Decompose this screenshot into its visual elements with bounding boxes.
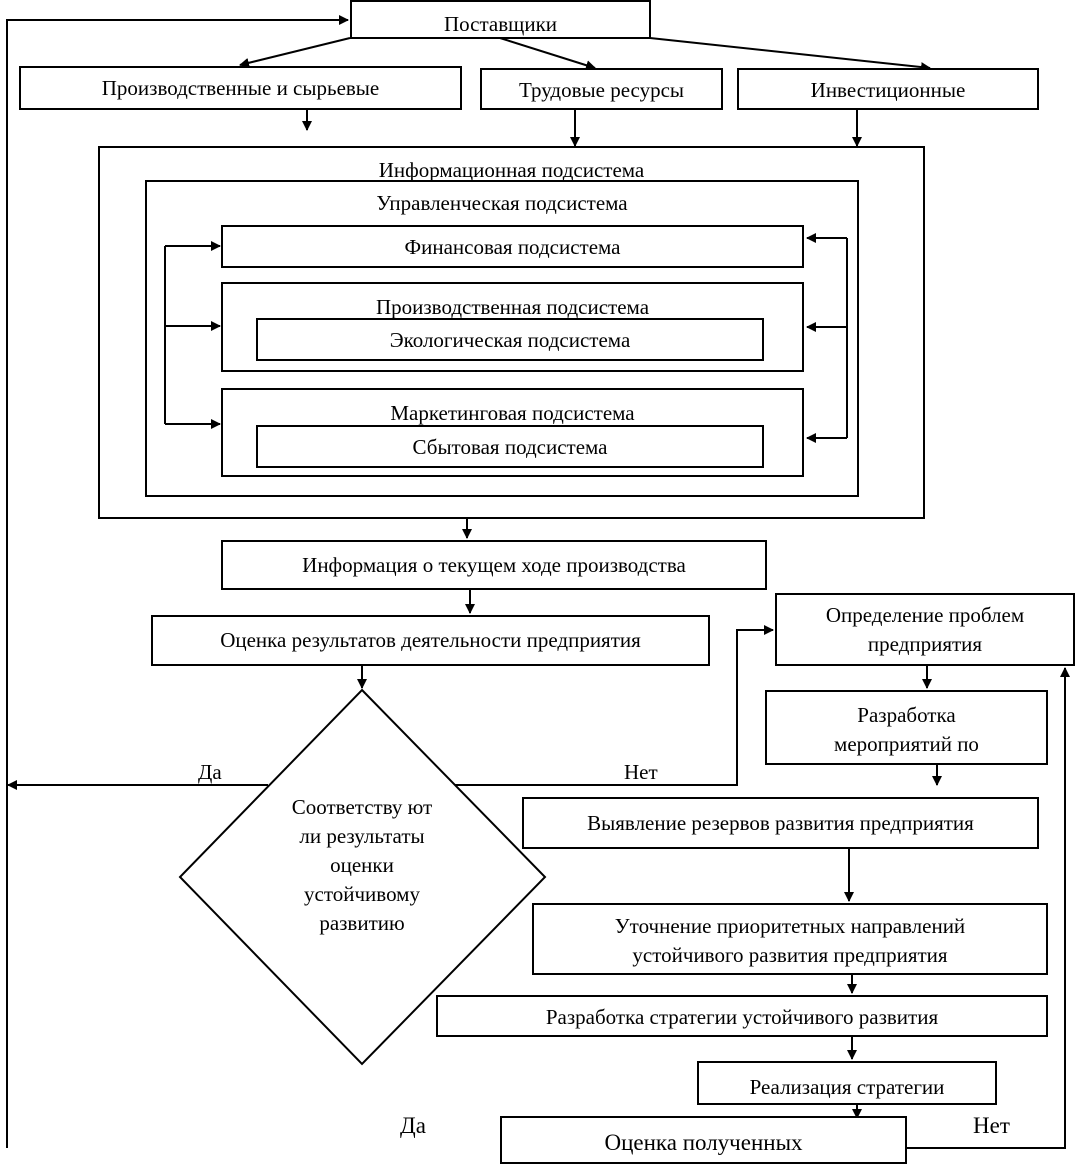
information-subsystem-label: Информационная подсистема (378, 158, 645, 182)
management-subsystem: Управленческая подсистема (145, 180, 859, 497)
decision-text: Соответству ют ли результаты оценки усто… (291, 795, 433, 935)
arrow-decision-no (455, 625, 774, 786)
measures-box: Разработка мероприятий по (765, 690, 1048, 765)
production-info-box: Информация о текущем ходе производства (221, 540, 767, 590)
priorities-box: Уточнение приоритетных направлений устой… (532, 903, 1048, 975)
raw-materials-box: Производственные и сырьевые (19, 66, 462, 110)
arrow-suppliers-raw (239, 37, 351, 68)
labor-label: Трудовые ресурсы (518, 78, 685, 102)
suppliers-label: Поставщики (443, 12, 558, 36)
sales-subsystem-label: Сбытовая подсистема (412, 435, 608, 459)
decision-yes-label: Да (198, 760, 222, 784)
reserves-label: Выявление резервов развития предприятия (587, 811, 974, 835)
management-subsystem-label: Управленческая подсистема (376, 191, 628, 215)
problems-label: Определение проблем предприятия (825, 603, 1025, 656)
decision-no-label: Нет (624, 760, 658, 784)
production-subsystem-label: Производственная подсистема (375, 295, 650, 319)
financial-subsystem-label: Финансовая подсистема (404, 235, 621, 259)
results-eval-label: Оценка полученных (604, 1130, 803, 1155)
arrow-suppliers-investment (649, 37, 931, 73)
arrow-results-no-feedback (907, 667, 1070, 1149)
ecological-subsystem-label: Экологическая подсистема (389, 328, 631, 352)
arrow-suppliers-labor (499, 37, 596, 71)
performance-eval-box: Оценка результатов деятельности предприя… (151, 615, 710, 666)
investment-box: Инвестиционные (737, 68, 1039, 110)
bottom-yes-label: Да (400, 1113, 426, 1138)
raw-materials-label: Производственные и сырьевые (101, 76, 380, 100)
measures-label: Разработка мероприятий по (834, 703, 979, 756)
performance-eval-label: Оценка результатов деятельности предприя… (220, 628, 641, 652)
ecological-subsystem: Экологическая подсистема (256, 318, 764, 361)
marketing-subsystem-label: Маркетинговая подсистема (390, 401, 635, 425)
decision-diamond (178, 688, 547, 1066)
priorities-label: Уточнение приоритетных направлений устой… (614, 914, 966, 967)
strategy-impl-box: Реализация стратегии (697, 1061, 997, 1105)
production-info-label: Информация о текущем ходе производства (302, 553, 686, 577)
problems-box: Определение проблем предприятия (775, 593, 1075, 666)
strategy-dev-box: Разработка стратегии устойчивого развити… (436, 995, 1048, 1037)
sales-subsystem: Сбытовая подсистема (256, 425, 764, 468)
arrow-left-feedback (6, 15, 349, 1148)
reserves-box: Выявление резервов развития предприятия (522, 797, 1039, 849)
results-eval-box: Оценка полученных (500, 1116, 907, 1164)
suppliers-box: Поставщики (350, 0, 651, 39)
strategy-dev-label: Разработка стратегии устойчивого развити… (545, 1005, 939, 1029)
investment-label: Инвестиционные (810, 78, 966, 102)
strategy-impl-label: Реализация стратегии (749, 1075, 945, 1099)
information-subsystem: Информационная подсистема (98, 146, 925, 519)
bottom-no-label: Нет (973, 1113, 1010, 1138)
financial-subsystem: Финансовая подсистема (221, 225, 804, 268)
labor-box: Трудовые ресурсы (480, 68, 723, 110)
